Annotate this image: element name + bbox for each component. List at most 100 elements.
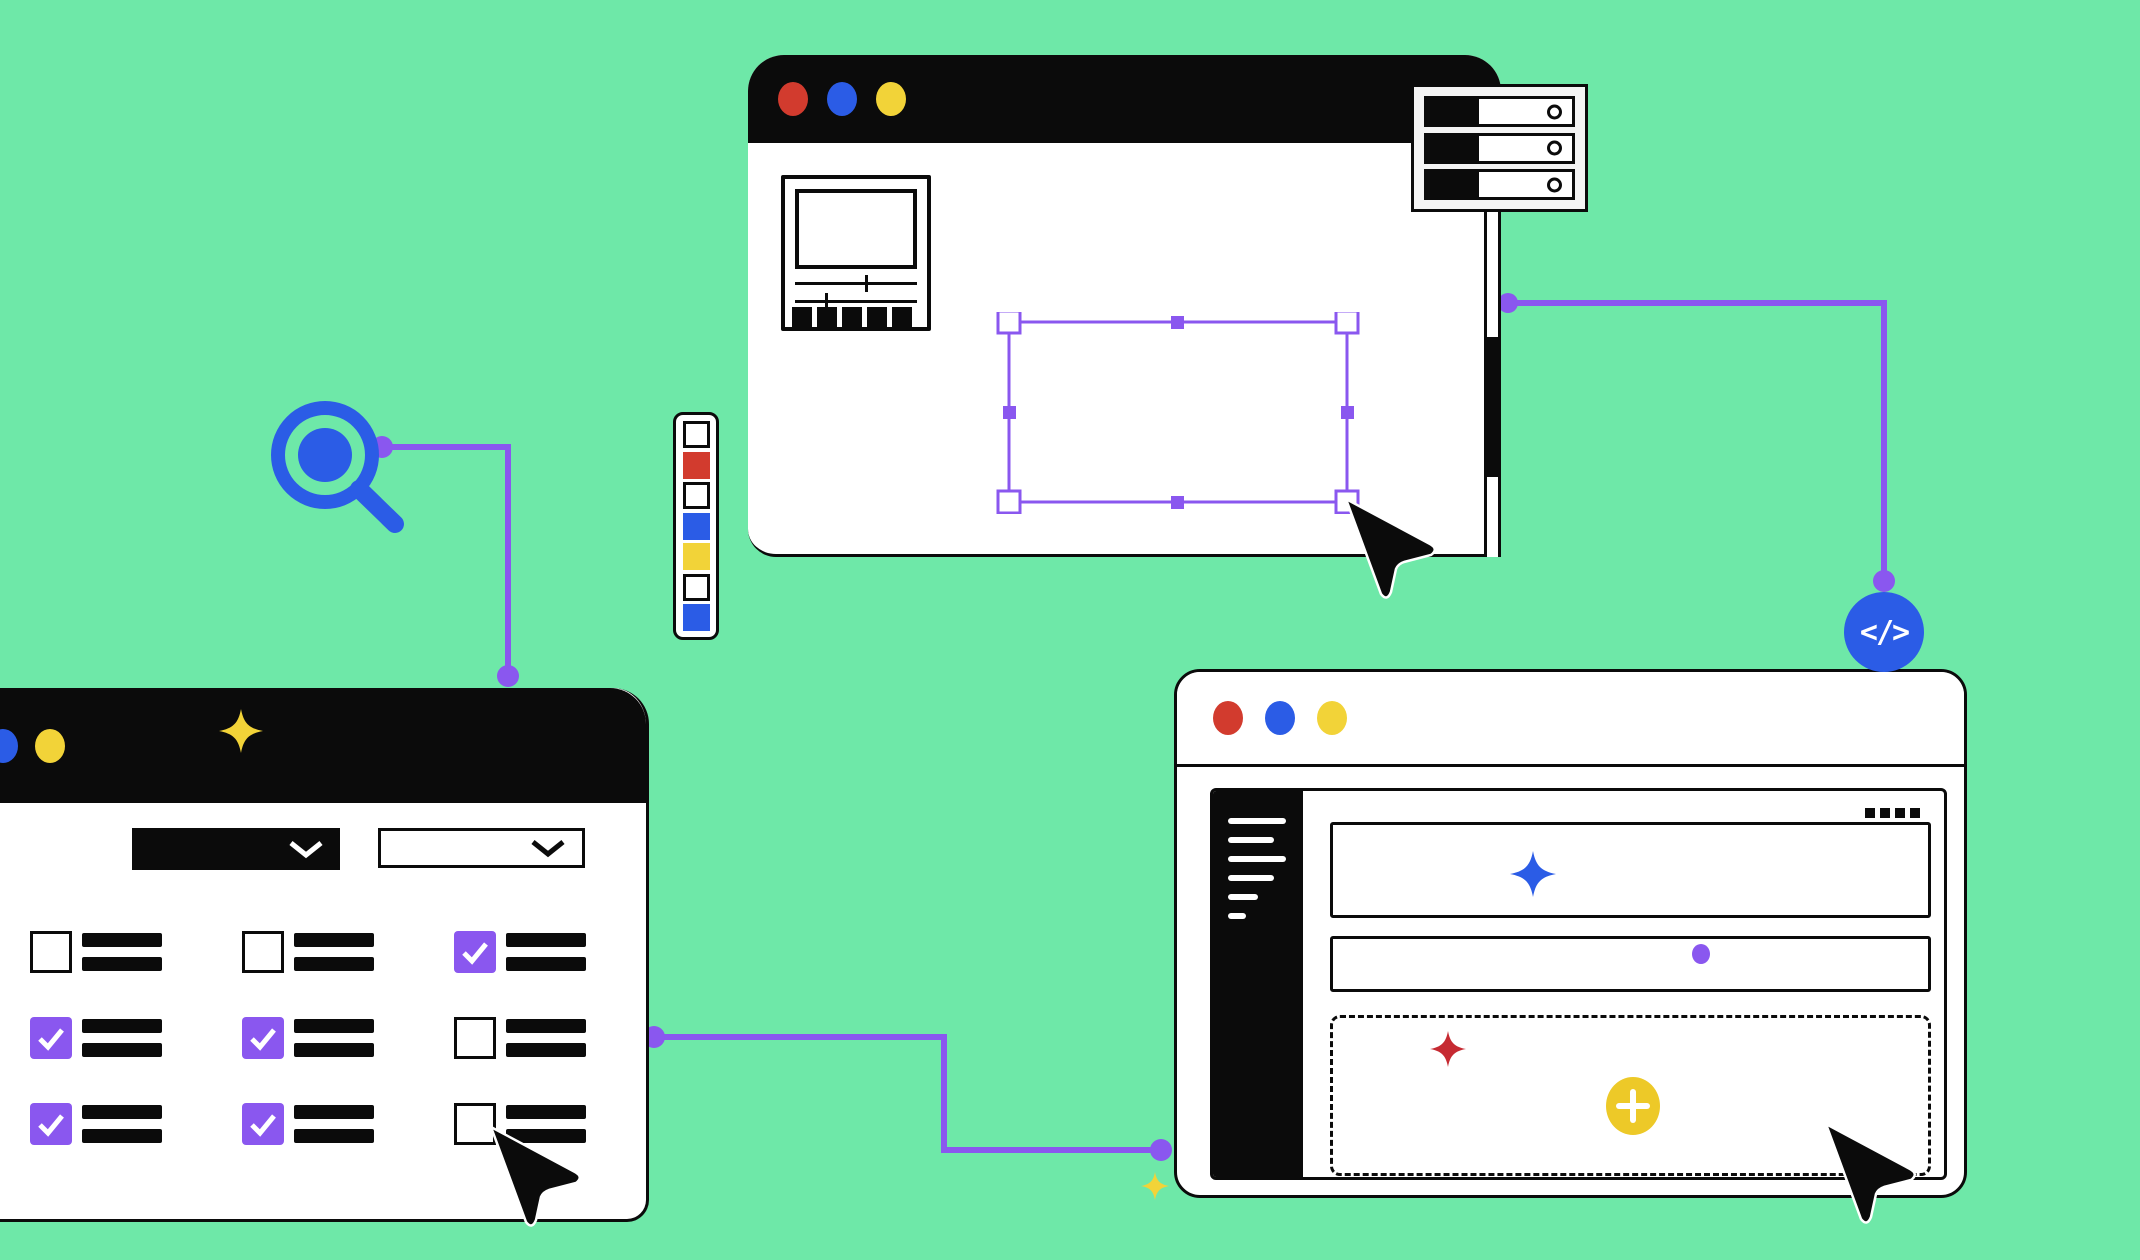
square-glyph[interactable]	[1910, 808, 1920, 818]
menu-dots-icon[interactable]	[1865, 808, 1920, 818]
checkbox-unchecked[interactable]	[454, 1017, 496, 1059]
blue-sparkle-icon	[1510, 851, 1556, 897]
checklist-item	[454, 931, 586, 975]
checkbox-unchecked[interactable]	[242, 931, 284, 973]
traffic-light-dot[interactable]	[827, 82, 857, 116]
check-icon	[38, 1114, 64, 1137]
sidebar[interactable]	[1213, 791, 1303, 1177]
server-drive-row	[1424, 132, 1575, 164]
drive-block	[1427, 135, 1479, 161]
check-icon	[250, 1028, 276, 1051]
item-text-lines	[506, 1017, 586, 1059]
server-drive-row	[1424, 96, 1575, 127]
checkbox-checked[interactable]	[30, 1017, 72, 1059]
cursor-arrow-left-window	[488, 1124, 581, 1227]
selection-rect[interactable]	[1007, 320, 1349, 504]
selection-corner-handles[interactable]	[996, 312, 1360, 514]
item-text-lines	[294, 931, 374, 973]
cursor-arrow-top-window	[1343, 496, 1436, 599]
checkbox-checked[interactable]	[454, 931, 496, 973]
palette-swatch[interactable]	[682, 482, 710, 509]
add-button[interactable]	[1606, 1077, 1660, 1135]
traffic-lights[interactable]	[1213, 672, 1964, 764]
dashboard-titlebar	[1177, 672, 1964, 767]
selection-edge-handles[interactable]	[1003, 316, 1354, 509]
traffic-light-dot[interactable]	[1265, 701, 1295, 735]
square-glyph[interactable]	[867, 307, 887, 327]
small-sparkle-icon	[1141, 1172, 1169, 1200]
checkbox-checked[interactable]	[242, 1103, 284, 1145]
checklist-item	[30, 1103, 162, 1147]
upload-dropzone-panel[interactable]	[1330, 1015, 1931, 1176]
palette-swatch[interactable]	[682, 604, 710, 631]
square-glyph[interactable]	[1895, 808, 1905, 818]
media-player-screen	[795, 189, 917, 269]
square-glyph[interactable]	[1865, 808, 1875, 818]
media-slider-1[interactable]	[795, 282, 917, 285]
traffic-light-dot[interactable]	[876, 82, 906, 116]
sidebar-text-line	[1228, 837, 1274, 843]
checkbox-checked[interactable]	[30, 1103, 72, 1145]
palette-swatch[interactable]	[682, 512, 710, 540]
checklist-item	[454, 1017, 586, 1061]
traffic-light-dot[interactable]	[1317, 701, 1347, 735]
sidebar-text-line	[1228, 913, 1246, 919]
code-glyph: </>	[1859, 614, 1910, 650]
cursor-arrow-right-window	[1823, 1121, 1916, 1224]
traffic-light-dot[interactable]	[778, 82, 808, 116]
item-text-lines	[82, 1103, 162, 1145]
titlebar-sparkle-icon	[219, 709, 263, 753]
content-panel-1	[1330, 822, 1931, 918]
item-text-lines	[294, 1017, 374, 1059]
server-drive-row	[1424, 169, 1575, 200]
square-glyph[interactable]	[1880, 808, 1890, 818]
media-player-buttons[interactable]	[792, 307, 912, 327]
form-window-titlebar	[0, 688, 646, 803]
square-glyph[interactable]	[817, 307, 837, 327]
check-icon	[38, 1028, 64, 1051]
dashboard-content	[1210, 788, 1947, 1180]
connector-endpoint-dots	[371, 293, 1895, 1161]
traffic-light-dot[interactable]	[1213, 701, 1243, 735]
traffic-lights[interactable]	[778, 55, 1501, 143]
item-text-lines	[82, 1017, 162, 1059]
square-glyph[interactable]	[842, 307, 862, 327]
scrollbar-track[interactable]	[1484, 143, 1501, 557]
dropdown-filled[interactable]	[132, 828, 340, 870]
traffic-light-dot[interactable]	[0, 728, 18, 763]
square-glyph[interactable]	[892, 307, 912, 327]
media-slider-2[interactable]	[795, 300, 917, 303]
media-player-icon	[781, 175, 931, 331]
item-text-lines	[506, 931, 586, 973]
media-slider-2-handle[interactable]	[825, 293, 828, 310]
dropdown-outline[interactable]	[378, 828, 585, 868]
palette-swatch[interactable]	[682, 543, 710, 570]
scrollbar-thumb[interactable]	[1487, 337, 1498, 477]
red-sparkle-icon	[1430, 1031, 1466, 1067]
sidebar-text-line	[1228, 856, 1286, 862]
palette-swatch[interactable]	[682, 421, 710, 448]
traffic-lights[interactable]	[0, 688, 646, 803]
media-slider-1-handle[interactable]	[865, 275, 868, 292]
plus-icon	[1616, 1089, 1650, 1123]
chevron-down-icon	[531, 840, 565, 858]
connector-paths	[382, 300, 1887, 1153]
traffic-light-dot[interactable]	[35, 728, 65, 763]
dashboard-window	[1174, 669, 1967, 1198]
checkbox-checked[interactable]	[242, 1017, 284, 1059]
checklist-item	[242, 1103, 374, 1147]
code-badge[interactable]: </>	[1844, 592, 1924, 672]
checkbox-unchecked[interactable]	[454, 1103, 496, 1145]
selection-bounding-box[interactable]	[995, 312, 1365, 514]
sidebar-text-line	[1228, 894, 1258, 900]
checkbox-unchecked[interactable]	[30, 931, 72, 973]
color-palette-strip[interactable]	[673, 412, 719, 640]
square-glyph[interactable]	[792, 307, 812, 327]
content-panel-2	[1330, 936, 1931, 992]
magnifier-icon	[271, 401, 404, 533]
palette-swatch[interactable]	[682, 451, 710, 479]
palette-swatch[interactable]	[682, 573, 710, 601]
checklist-item	[242, 1017, 374, 1061]
design-window-titlebar	[748, 55, 1501, 143]
